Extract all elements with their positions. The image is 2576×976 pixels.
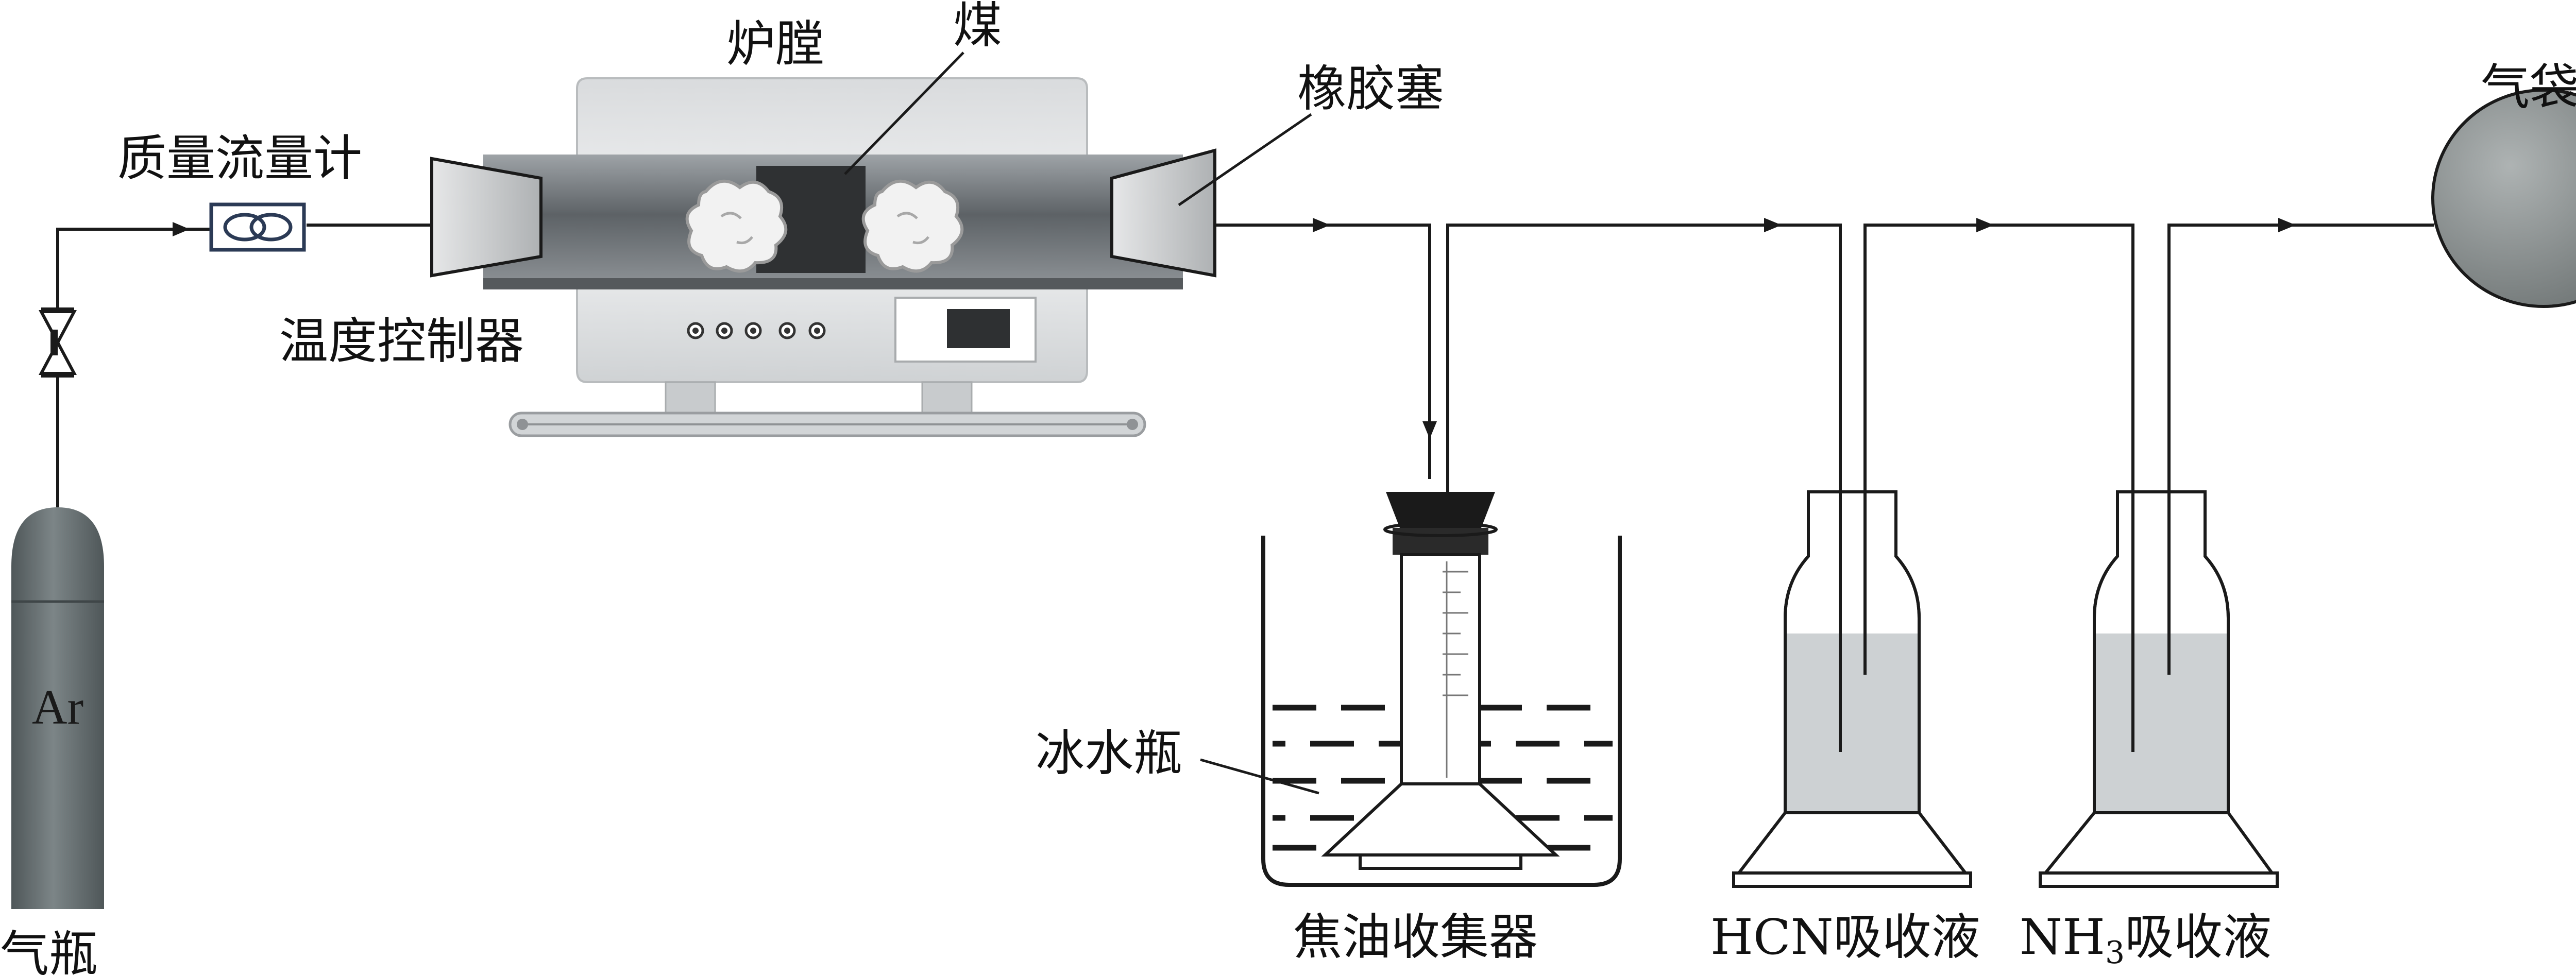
- inlet-gas-line: [56, 222, 435, 507]
- rubber-stopper-left: [430, 157, 543, 278]
- coal-sample: [685, 179, 788, 273]
- rubber-stopper-right: [1110, 148, 1216, 278]
- valve-icon: [39, 307, 77, 378]
- hcn-absorbent-liquid: [1787, 633, 1918, 813]
- cylinder-gas-label: Ar: [32, 680, 83, 734]
- ice-water-leader-line: [1200, 758, 1319, 795]
- tar-collector-cylinder: [1321, 492, 1560, 870]
- coal-sample: [861, 179, 964, 273]
- nh3-label-subscript: 3: [2105, 935, 2125, 971]
- tar-collector-label: 焦油收集器: [1293, 909, 1538, 966]
- nh3-label-prefix: NH: [2020, 909, 2105, 966]
- nh3-label-suffix: 吸收液: [2125, 909, 2272, 966]
- mass-flow-meter-label: 质量流量计: [117, 130, 362, 187]
- hcn-absorbent-label: HCN吸收液: [1710, 909, 1980, 966]
- mass-flow-meter-icon: [209, 202, 306, 252]
- ice-water-bottle-label: 冰水瓶: [1036, 725, 1182, 782]
- temperature-controller-label: 温度控制器: [279, 313, 524, 370]
- gas-bag-label: 气袋: [2481, 59, 2576, 116]
- nh3-absorption-bottle: [2039, 490, 2279, 888]
- coal-label: 煤: [953, 0, 1002, 54]
- furnace-chamber-label: 炉膛: [726, 16, 824, 73]
- hcn-absorption-bottle: [1732, 490, 1972, 888]
- rubber-stopper-label: 橡胶塞: [1297, 61, 1444, 117]
- nh3-absorbent-label: NH3吸收液: [2020, 909, 2272, 971]
- gas-bag: [2431, 89, 2576, 308]
- gas-cylinder-label: 气瓶: [0, 926, 98, 976]
- coal-leader-line: [844, 52, 964, 175]
- control-knobs: [687, 322, 826, 339]
- nh3-absorbent-liquid: [2096, 633, 2227, 813]
- gas-cylinder: [11, 507, 104, 909]
- display-screen: [894, 297, 1037, 363]
- furnace-tube: [483, 155, 1183, 289]
- rubber-stopper-leader-line: [1178, 113, 1312, 207]
